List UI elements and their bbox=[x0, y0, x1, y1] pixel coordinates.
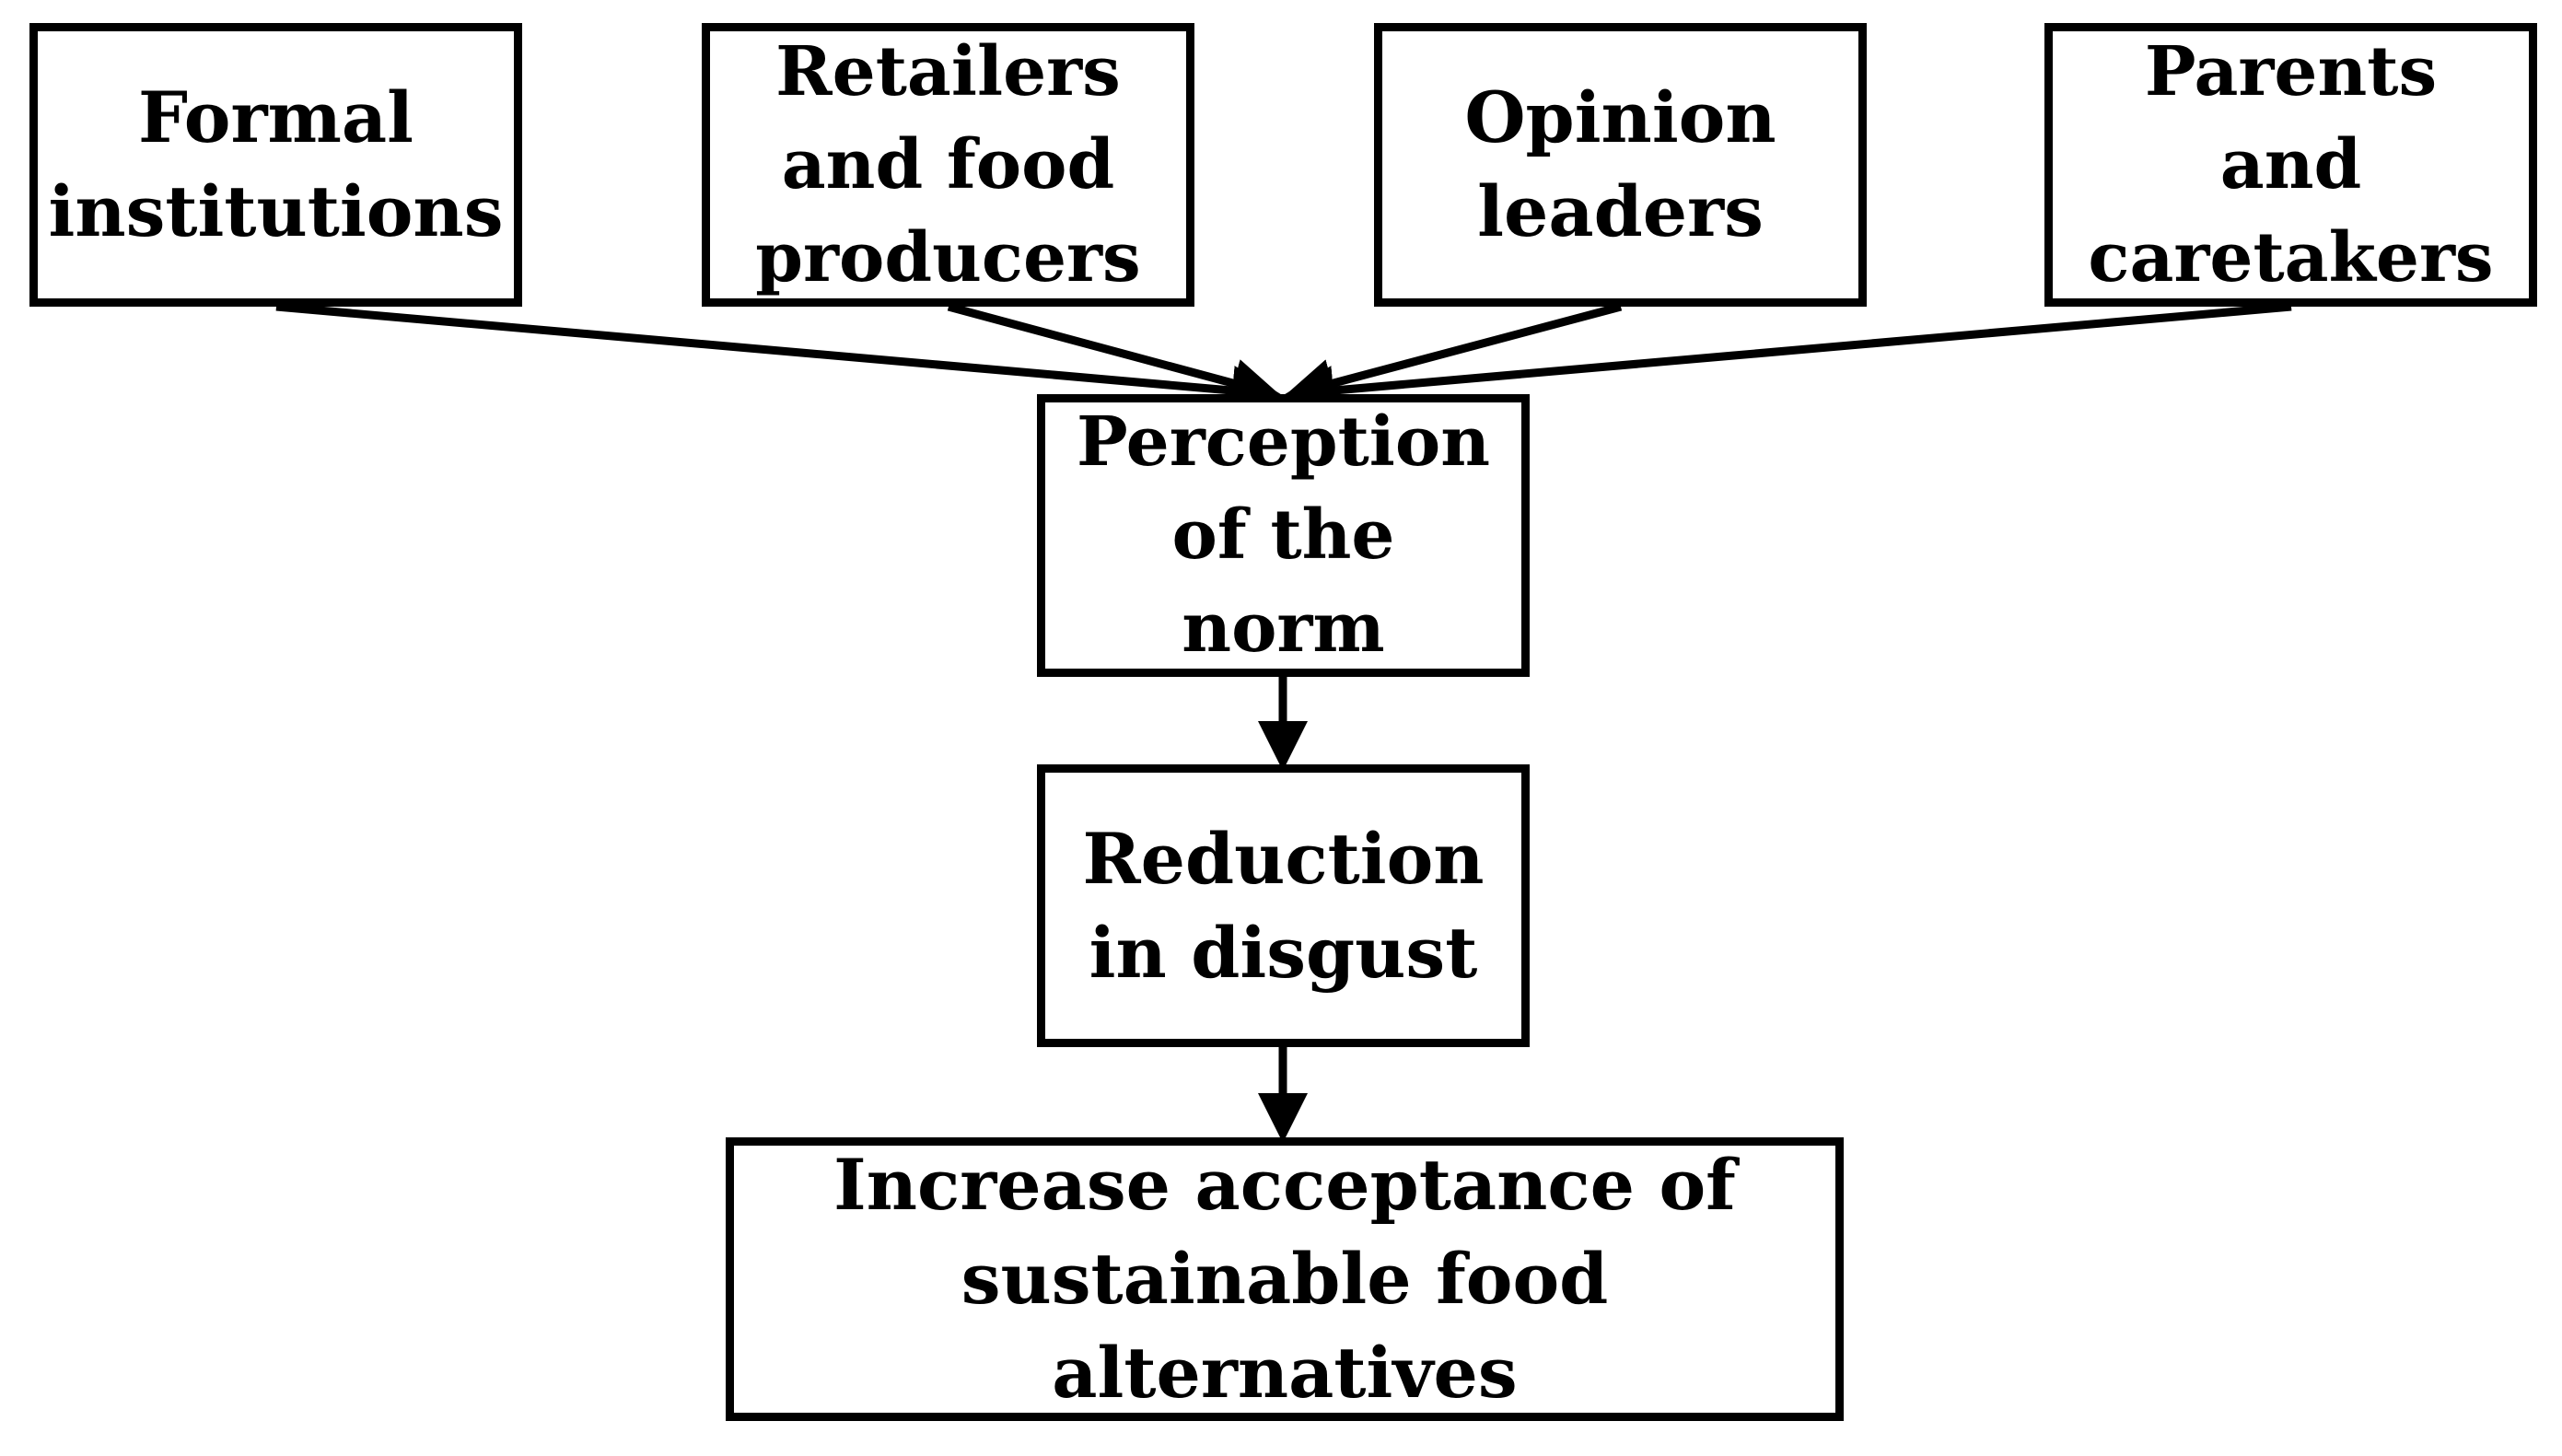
node-label: Increase acceptance of sustainable food … bbox=[833, 1144, 1736, 1414]
node-perception-of-the-norm: Perception of the norm bbox=[1037, 394, 1530, 677]
arrow-opinion-to-perception bbox=[1284, 302, 1623, 408]
arrow-formal-to-perception bbox=[275, 302, 1282, 415]
arrow-retailers-to-perception bbox=[947, 302, 1282, 408]
node-opinion-leaders: Opinion leaders bbox=[1374, 23, 1867, 307]
node-label: Opinion leaders bbox=[1464, 76, 1776, 252]
node-label: Formal institutions bbox=[48, 76, 504, 252]
arrow-parents-to-perception bbox=[1284, 302, 2292, 415]
node-parents-and-caretakers: Parents and caretakers bbox=[2044, 23, 2537, 307]
node-reduction-in-disgust: Reduction in disgust bbox=[1037, 764, 1530, 1047]
node-label: Parents and caretakers bbox=[2088, 31, 2494, 297]
node-label: Perception of the norm bbox=[1076, 402, 1491, 668]
node-label: Reduction in disgust bbox=[1082, 817, 1485, 994]
node-increase-acceptance: Increase acceptance of sustainable food … bbox=[726, 1137, 1844, 1421]
node-formal-institutions: Formal institutions bbox=[29, 23, 522, 307]
node-label: Retailers and food producers bbox=[755, 31, 1141, 297]
node-retailers-and-food-producers: Retailers and food producers bbox=[702, 23, 1194, 307]
